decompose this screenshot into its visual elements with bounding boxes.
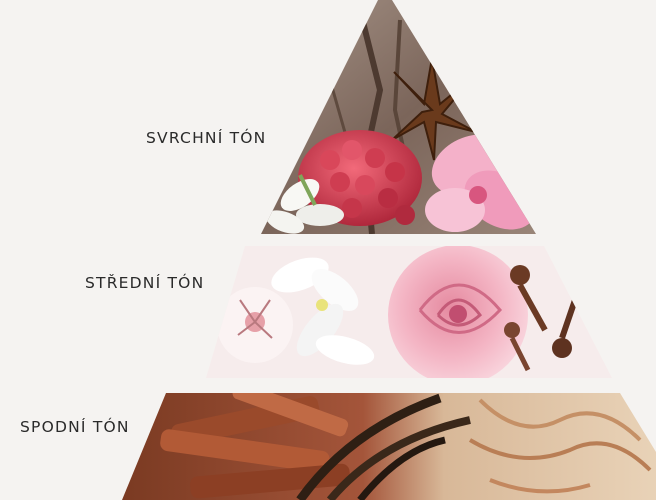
- middle-tier: [206, 246, 612, 378]
- middle-note-label: STŘEDNÍ TÓN: [85, 274, 205, 292]
- cinnamon-stick-icon: [160, 393, 351, 499]
- top-note-label: SVRCHNÍ TÓN: [146, 129, 267, 147]
- rose-icon: [388, 246, 528, 378]
- wood-grain: [468, 398, 652, 494]
- clove-icon: [504, 265, 578, 372]
- vanilla-pod-icon: [296, 393, 471, 500]
- blossom-icon: [217, 287, 293, 363]
- star-anise-icon: [391, 57, 477, 161]
- raspberry-icon: [298, 130, 422, 226]
- white-flower-icon: [265, 174, 344, 234]
- bottom-tier: [122, 393, 656, 500]
- top-tier: [261, 0, 536, 234]
- base-note-label: SPODNÍ TÓN: [20, 418, 130, 436]
- jasmine-icon: [271, 257, 375, 365]
